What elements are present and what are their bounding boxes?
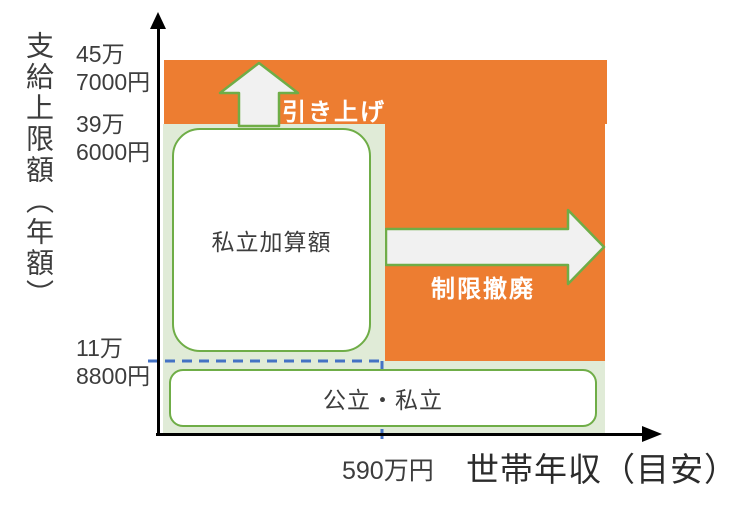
y-tick-118800-line2: 8800円 bbox=[76, 363, 151, 389]
raise-annotation: 引き上げ bbox=[282, 99, 386, 126]
private-addition-box: 私立加算額 bbox=[172, 128, 371, 352]
y-tick-118800: 11万 8800円 bbox=[76, 334, 150, 390]
y-tick-457000: 45万 7000円 bbox=[76, 40, 150, 96]
x-tick-590man: 590万円 bbox=[342, 457, 434, 485]
public-private-label: 公立・私立 bbox=[323, 387, 443, 413]
public-private-box: 公立・私立 bbox=[169, 369, 597, 427]
y-tick-457000-line1: 45万 bbox=[76, 41, 125, 67]
y-axis-line bbox=[157, 24, 160, 435]
y-tick-396000: 39万 6000円 bbox=[76, 110, 150, 166]
restriction-removal-annotation: 制限撤廃 bbox=[431, 276, 535, 303]
private-addition-label: 私立加算額 bbox=[211, 229, 332, 255]
x-axis-arrowhead-icon bbox=[642, 426, 662, 442]
x-axis-line bbox=[156, 433, 644, 436]
y-tick-457000-line2: 7000円 bbox=[76, 69, 151, 95]
y-axis-arrowhead-icon bbox=[150, 12, 166, 29]
y-tick-396000-line1: 39万 bbox=[76, 111, 125, 137]
y-tick-396000-line2: 6000円 bbox=[76, 139, 151, 165]
y-axis-title: 支給上限額（年額） bbox=[23, 31, 54, 310]
y-tick-118800-line1: 11万 bbox=[76, 335, 123, 361]
x-axis-title: 世帯年収（目安） bbox=[466, 451, 738, 488]
orange-restriction-removal-region bbox=[385, 123, 605, 361]
